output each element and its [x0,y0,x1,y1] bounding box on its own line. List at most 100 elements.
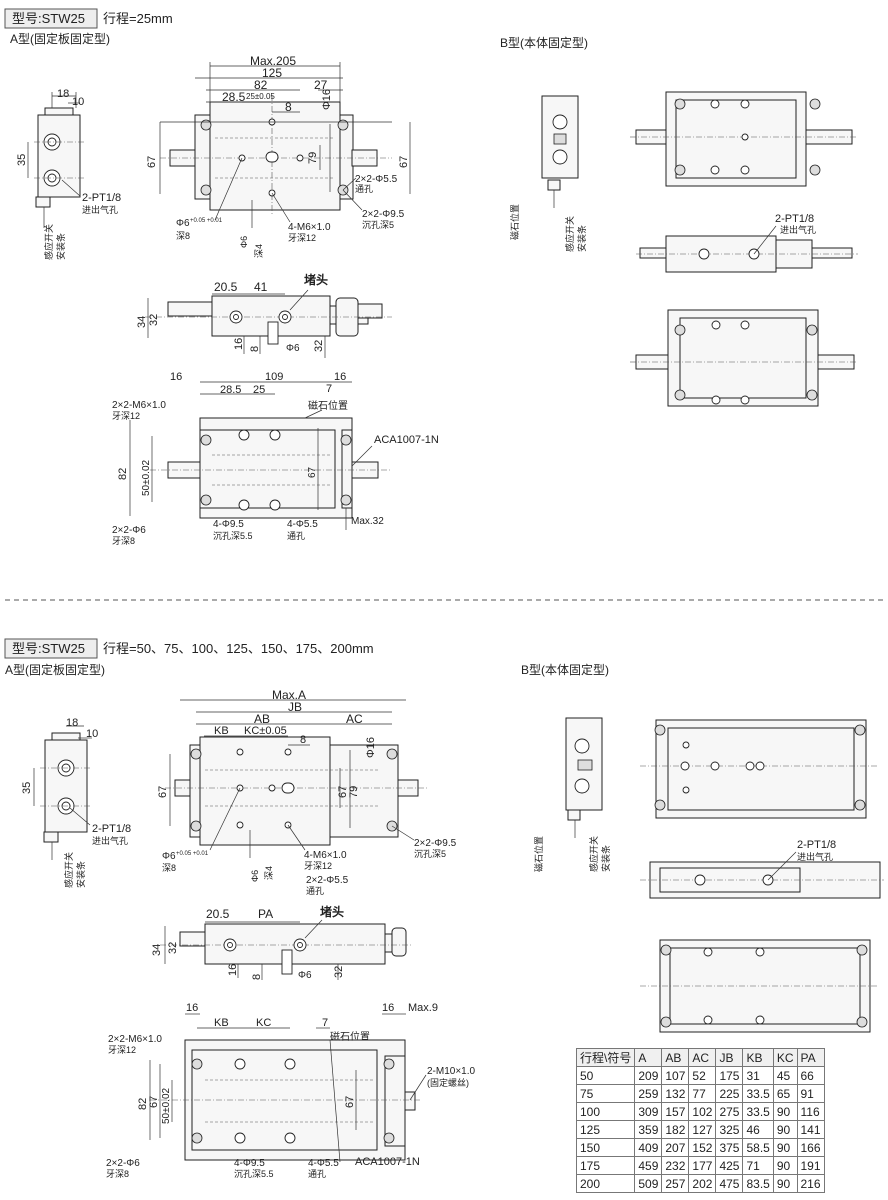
table-cell: 83.5 [742,1174,774,1193]
table-cell: 182 [661,1120,690,1139]
mid2-d16: 16 [227,964,239,976]
bot-d16b: 16 [334,371,346,383]
bottom-view-a [129,381,392,530]
front-m6: 4-M6×1.0 [288,222,331,233]
table-cell: 166 [796,1138,825,1157]
side2-d10: 10 [86,728,98,740]
bot2-phi95-sub: 沉孔深5.5 [234,1169,274,1179]
b2-port-sub: 进出气孔 [797,851,833,862]
side-port: 2-PT1/8 [82,192,121,204]
table-header-row: 行程\符号 A AB AC JB KB KC PA [575,1048,825,1067]
mid2-d8: 8 [251,974,263,980]
table-cell: 33.5 [742,1102,774,1121]
front2-phi6b: Φ6 [250,870,260,882]
table-cell: 58.5 [742,1138,774,1157]
table-cell: 45 [772,1066,798,1085]
bot2-kc: KC [256,1017,271,1029]
bot-max32: Max.32 [351,516,384,527]
table-cell: 125 [575,1120,636,1139]
front-d8: 8 [285,100,292,114]
bot2-aca: ACA1007-1N [355,1156,420,1168]
front2-deep4: 深4 [264,866,274,880]
front2-phi95: 2×2-Φ9.5 [414,838,457,849]
table-cell: 175 [575,1156,636,1175]
bot-phi95-sub: 沉孔深5.5 [213,531,253,541]
b2-port: 2-PT1/8 [797,839,836,851]
table-cell: 175 [715,1066,744,1085]
bot-magnet: 磁石位置 [308,399,348,412]
table-cell: 359 [634,1120,663,1139]
mid-d41: 41 [254,280,268,294]
model-label: 型号:STW25 [12,11,85,26]
bot-d82: 82 [117,468,129,480]
b1-sensor2: 安装条 [576,225,587,252]
table-cell: 225 [715,1084,744,1103]
table-cell: 150 [575,1138,636,1157]
table-cell: 275 [715,1102,744,1121]
table-cell: 157 [661,1102,690,1121]
bot2-phi55: 4-Φ5.5 [308,1158,339,1169]
bot2-m10-sub: (固定螺丝) [427,1077,469,1088]
front-phi95: 2×2-Φ9.5 [362,209,405,220]
mid2-plug: 堵头 [320,904,344,919]
b2-magnet: 磁石位置 [533,836,544,872]
b1-port-sub: 进出气孔 [780,224,816,235]
side-d18: 18 [57,88,69,100]
front-d25: 25±0.05 [246,92,275,101]
front-d125: 125 [262,66,282,80]
front-d67r: 67 [398,156,410,168]
table-cell: 209 [634,1066,663,1085]
front2-d67l: 67 [157,786,169,798]
front-d79: 79 [307,152,319,164]
a-type-label: A型(固定板固定型) [10,31,110,46]
top-view-mid-2 [160,919,412,980]
front2-d67r: 67 [337,786,349,798]
mid2-d34: 34 [151,944,163,956]
a-type-label-2: A型(固定板固定型) [5,662,105,677]
front-deep8: 深8 [176,231,190,241]
bot2-d67r: 67 [344,1096,356,1108]
side2-d35: 35 [21,782,33,794]
table-cell: 141 [796,1120,825,1139]
mid-d20-5: 20.5 [214,280,238,294]
table-cell: 232 [661,1156,690,1175]
table-cell: 207 [661,1138,690,1157]
front-view-a [159,62,411,228]
table-cell: 71 [742,1156,774,1175]
table-cell: 216 [796,1174,825,1193]
bot-m6: 2×2-M6×1.0 [112,400,166,411]
front2-phi55-sub: 通孔 [306,886,324,896]
b2-sensor: 感应开关 [588,836,599,872]
bot-m6-sub: 牙深12 [112,411,140,421]
side-view-a-2 [33,725,92,860]
bot-phi55-sub: 通孔 [287,531,305,541]
mid-d8: 8 [249,346,261,352]
table-cell: 102 [688,1102,717,1121]
bot2-phi55-sub: 通孔 [308,1169,326,1179]
bot2-m6: 2×2-M6×1.0 [108,1034,162,1045]
table-cell: 116 [796,1102,825,1121]
table-header: 行程\符号 [575,1048,636,1067]
table-cell: 90 [772,1156,798,1175]
front2-ac: AC [346,712,363,726]
table-cell: 425 [715,1156,744,1175]
bottom-view-a-2 [149,1013,427,1163]
bot2-d7: 7 [322,1017,328,1029]
bot2-kb: KB [214,1017,229,1029]
table-cell: 90 [772,1120,798,1139]
front2-maxa: Max.A [272,688,306,702]
bot2-maxr: Max.9 [408,1002,438,1014]
front-phi95-sub: 沉孔深5 [362,220,394,230]
front-m6-sub: 牙深12 [288,233,316,243]
front2-m6-sub: 牙深12 [304,861,332,871]
model-label-box-2 [4,638,98,659]
front-phi6a: Φ6 [176,218,190,229]
front-maxlen: Max.205 [250,54,296,68]
